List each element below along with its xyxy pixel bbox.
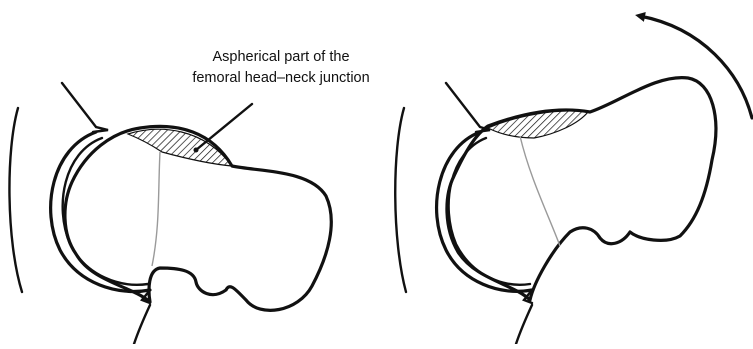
left-pelvis-outline: [9, 108, 22, 292]
left-panel-neutral: [9, 83, 331, 344]
right-pelvis-outline: [395, 108, 406, 292]
left-physeal-scar-line: [152, 152, 160, 266]
right-acetabulum-socket: [437, 132, 532, 291]
left-acetabulum-inner: [63, 138, 148, 285]
right-femoral-shaft: [516, 305, 532, 344]
curved-rotation-arrow: [640, 16, 752, 118]
left-femoral-shaft: [134, 305, 150, 344]
annotation-line-1: Aspherical part of the: [140, 49, 422, 65]
right-panel-rotated: [395, 16, 752, 344]
callout-leader-dot: [194, 148, 199, 153]
right-physeal-scar-line: [520, 136, 560, 246]
right-aspherical-head-neck-region: [488, 111, 588, 138]
callout-leader-line: [196, 104, 252, 150]
left-acetabular-rim-upper: [62, 83, 108, 132]
right-acetabular-rim-upper: [446, 83, 490, 132]
annotation-line-2: femoral head–neck junction: [140, 70, 422, 86]
